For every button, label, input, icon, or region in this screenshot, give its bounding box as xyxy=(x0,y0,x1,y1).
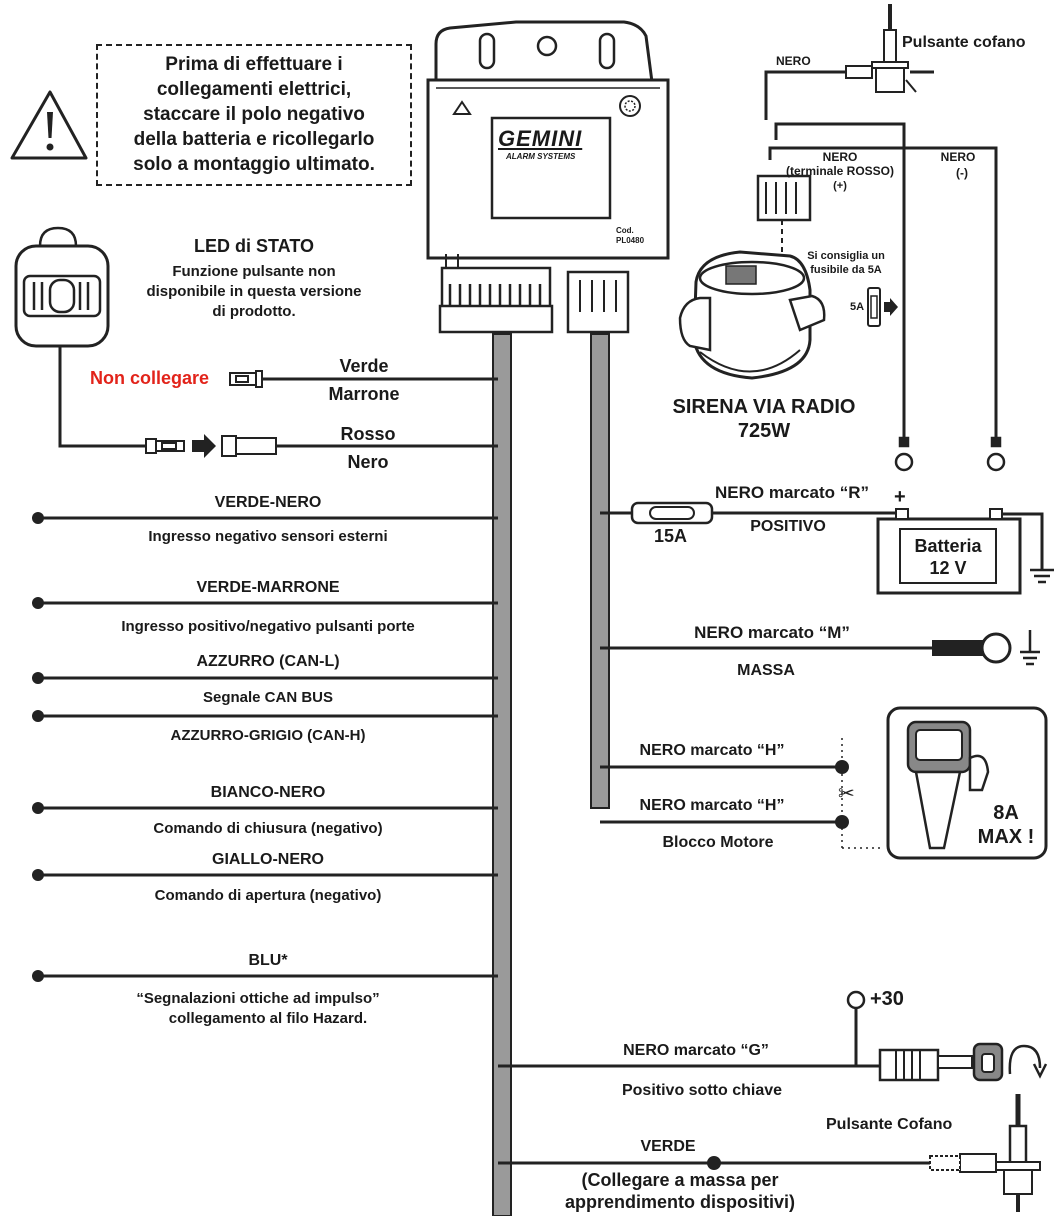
fuse-15a-label: 15A xyxy=(654,526,688,546)
siren-icon xyxy=(678,250,826,380)
warning-line: solo a montaggio ultimato. xyxy=(133,154,375,175)
wire-marrone-label: Marrone xyxy=(328,384,400,404)
hood-button-top-icon xyxy=(845,4,917,93)
segnalazioni-label-2: collegamento al filo Hazard. xyxy=(168,1010,368,1027)
wire-giallo-nero-label: GIALLO-NERO xyxy=(212,851,324,868)
wire-nero-m-label: NERO marcato “M” xyxy=(694,623,850,642)
brand-subtitle: ALARM SYSTEMS xyxy=(506,152,576,161)
segnalazioni-label-1: “Segnalazioni ottiche ad impulso” xyxy=(136,990,380,1007)
siren-title-2: 725W xyxy=(737,420,791,442)
nero-rosso-label-1: NERO xyxy=(822,150,858,164)
comando-chiusura-label: Comando di chiusura (negativo) xyxy=(153,820,383,837)
battery-plus-label: + xyxy=(894,486,906,508)
cut-wire-icon: ✂ xyxy=(835,738,880,849)
wire-verde-label: Verde xyxy=(339,356,389,376)
plus30-label: +30 xyxy=(870,988,904,1010)
led-module xyxy=(14,226,110,348)
battery-icon xyxy=(876,508,1054,595)
control-unit xyxy=(426,20,670,334)
wire-bianco-nero-label: BIANCO-NERO xyxy=(210,784,326,801)
relay-max-label: MAX ! xyxy=(977,826,1035,848)
wire-nero-label: Nero xyxy=(347,452,389,472)
nero-rosso-label-3: (+) xyxy=(833,180,847,192)
fuse-15a xyxy=(630,501,714,525)
relay-8a-label: 8A xyxy=(993,802,1019,824)
siren-title-1: SIRENA VIA RADIO xyxy=(672,396,856,418)
led-note: Funzione pulsante non disponibile in que… xyxy=(146,262,361,322)
non-collegare-label: Non collegare xyxy=(90,368,210,388)
nero-neg-label-1: NERO xyxy=(940,150,976,164)
led-title: LED di STATO xyxy=(194,236,314,256)
battery-label: Batteria xyxy=(914,536,982,556)
wire-blu-label: BLU* xyxy=(248,952,288,969)
positivo-label: POSITIVO xyxy=(750,518,826,535)
wire-azzurro-can-l-label: AZZURRO (CAN-L) xyxy=(196,653,340,670)
relay-box xyxy=(886,706,1048,860)
warning-text: Prima di effettuare i collegamenti elett… xyxy=(104,52,404,177)
fuse-5a xyxy=(867,287,898,327)
connector-led-female xyxy=(221,435,277,457)
led-note-line: di prodotto. xyxy=(212,303,296,320)
blocco-motore-label: Blocco Motore xyxy=(662,834,774,851)
warning-line: staccare il polo negativo xyxy=(143,104,365,125)
collegare-label-1: (Collegare a massa per xyxy=(581,1170,779,1190)
warning-triangle-icon xyxy=(10,90,88,160)
wire-verde-marrone-label: VERDE-MARRONE xyxy=(196,579,340,596)
wire-nero-g-label: NERO marcato “G” xyxy=(623,1042,769,1059)
massa-label: MASSA xyxy=(737,662,795,679)
warning-line: della batteria e ricollegarlo xyxy=(133,129,375,150)
wire-azzurro-grigio-label: AZZURRO-GRIGIO (CAN-H) xyxy=(170,727,366,744)
ground-ring-icon xyxy=(932,630,1040,666)
connector-non-collegare xyxy=(229,370,263,388)
ignition-switch-icon xyxy=(846,990,1048,1082)
wire-rosso-label: Rosso xyxy=(340,424,396,444)
pulsante-cofano-top-label: Pulsante cofano xyxy=(902,34,1026,51)
positivo-chiave-label: Positivo sotto chiave xyxy=(621,1082,783,1099)
wire-nero-h2-label: NERO marcato “H” xyxy=(639,797,785,814)
svg-text:✂: ✂ xyxy=(838,783,855,805)
fuse-note-2: fusibile da 5A xyxy=(810,264,882,276)
brand-logo: GEMINI xyxy=(498,126,583,151)
wire-verde-nero-label: VERDE-NERO xyxy=(214,494,322,511)
ingresso-negativo-label: Ingresso negativo sensori esterni xyxy=(148,528,388,545)
wire-nero-h1-label: NERO marcato “H” xyxy=(639,742,785,759)
led-note-line: Funzione pulsante non xyxy=(172,263,336,280)
main-harness xyxy=(492,333,610,1216)
fuse-5a-label: 5A xyxy=(850,301,865,313)
wire-nero-top-label: NERO xyxy=(776,54,811,68)
ring-terminals xyxy=(894,436,1006,472)
collegare-label-2: apprendimento dispositivi) xyxy=(564,1192,796,1212)
ingresso-positivo-label: Ingresso positivo/negativo pulsanti port… xyxy=(121,618,415,635)
code-value: PL0480 xyxy=(616,236,645,245)
led-note-line: disponibile in questa versione xyxy=(146,283,362,300)
hood-button-bottom-icon xyxy=(929,1094,1041,1212)
warning-line: collegamenti elettrici, xyxy=(156,79,352,100)
wire-verde-label: VERDE xyxy=(640,1138,696,1155)
warning-line: Prima di effettuare i xyxy=(165,54,343,75)
fuse-note-1: Si consiglia un xyxy=(807,250,885,262)
wire-nero-r-label: NERO marcato “R” xyxy=(715,483,869,502)
segnale-can-label: Segnale CAN BUS xyxy=(202,689,334,706)
code-label: Cod. xyxy=(616,226,634,235)
battery-voltage-label: 12 V xyxy=(929,558,967,578)
arrow-icon xyxy=(192,434,216,458)
warning-box xyxy=(96,44,412,186)
comando-apertura-label: Comando di apertura (negativo) xyxy=(154,887,382,904)
nero-neg-label-2: (-) xyxy=(956,166,968,180)
pulsante-cofano-bottom-label: Pulsante Cofano xyxy=(826,1116,953,1133)
nero-rosso-label-2: (terminale ROSSO) xyxy=(785,164,895,178)
connector-led-male xyxy=(145,438,185,454)
